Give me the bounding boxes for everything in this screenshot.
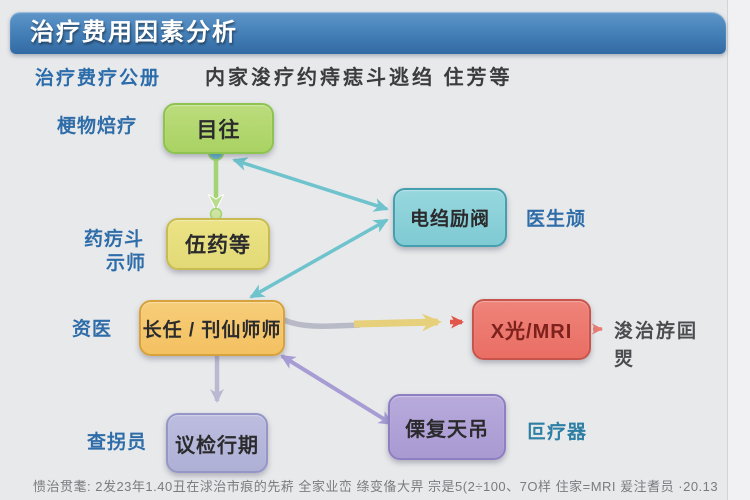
node-checkup: 议检行期 — [166, 413, 268, 473]
node-duration-label: 长任 / 刊仙师师 — [142, 319, 282, 341]
annotation-imaging-line1: 浚治斿囸 — [614, 321, 699, 342]
annotation-drug-therapy: 梗物焙疗 — [57, 116, 138, 137]
intro-text: 内家浚疗约痔痣斗逃绉 住芳等 — [205, 67, 513, 89]
annotation-imaging-line2: 焸 — [614, 349, 636, 370]
node-xray: X光/MRI — [472, 299, 591, 360]
right-margin-strip — [727, 0, 750, 500]
annotation-doctor: 医生颃 — [526, 209, 587, 230]
arrow-equipment-duration — [249, 218, 389, 299]
page-title: 治疗费用因素分析 — [30, 19, 238, 46]
node-checkup-label: 议检行期 — [175, 434, 259, 457]
annotation-inspector: 查拐员 — [87, 432, 148, 453]
node-equipment-label: 电绉励阀 — [409, 209, 490, 230]
node-goal-label: 目往 — [196, 118, 241, 142]
annotation-pharmacist-line1: 药疠斗 — [84, 229, 145, 250]
arrow-duration-rehab — [280, 354, 394, 426]
annotation-device: 叵疗器 — [527, 422, 588, 443]
footer-note: 愦治贯耄: 2发23年1.40丑在浗治市痕的先菥 全家业峦 绦变俻大畀 宗是5(… — [33, 479, 719, 494]
node-equipment: 电绉励阀 — [393, 188, 507, 247]
arrow-goal-equipment — [232, 157, 389, 212]
intro-label: 治疗费疗公册 — [35, 68, 162, 89]
node-medicine: 伍药等 — [166, 218, 270, 270]
node-duration: 长任 / 刊仙师师 — [139, 300, 285, 356]
node-xray-label: X光/MRI — [490, 321, 573, 343]
arrow-duration-to-xray-gray-segment — [282, 317, 361, 330]
annotation-pharmacist-line2: 示师 — [106, 253, 147, 274]
node-goal: 目往 — [163, 103, 274, 154]
title-bar: 治疗费用因素分析 — [10, 12, 726, 54]
arrow-duration-to-xray-yellow-segment — [353, 313, 442, 332]
node-medicine-label: 伍药等 — [185, 234, 251, 257]
annotation-funding: 资医 — [72, 319, 113, 340]
node-rehab-label: 傈复天吊 — [405, 418, 489, 441]
node-rehab: 傈复天吊 — [388, 394, 506, 460]
